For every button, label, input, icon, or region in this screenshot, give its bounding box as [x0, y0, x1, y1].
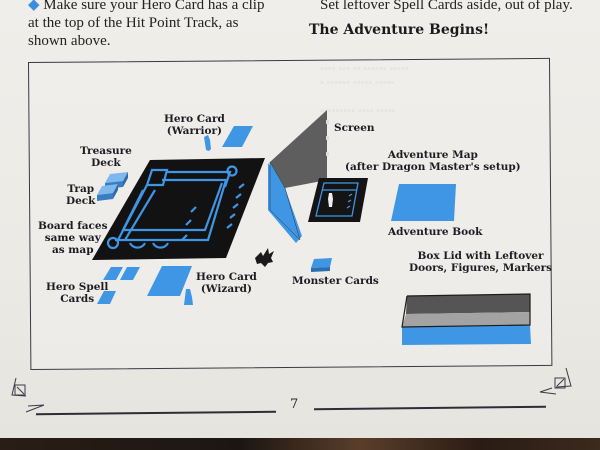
text-line: at the top of the Hit Point Track, as [28, 15, 239, 31]
hero-card-warrior-icon [222, 126, 253, 147]
label-adventure-book: Adventure Book [388, 226, 483, 238]
corner-ornament-right-icon [539, 367, 572, 395]
text-line: Make sure your Hero Card has a clip [43, 0, 265, 13]
label-hero-card-warrior: Hero Card (Warrior) [164, 113, 225, 137]
label-treasure-deck: Treasure Deck [80, 145, 132, 169]
trap-deck-icon [97, 184, 118, 201]
game-board-icon [92, 158, 265, 260]
label-trap-deck: Trap Deck [66, 183, 96, 207]
dragon-figure-icon [255, 248, 274, 267]
hero-card-wizard-icon [147, 266, 192, 296]
table-background [0, 438, 600, 450]
label-hero-card-wizard: Hero Card (Wizard) [196, 271, 257, 295]
label-box-lid: Box Lid with Leftover Doors, Figures, Ma… [409, 250, 553, 274]
monster-cards-icon [311, 258, 332, 272]
rulebook-page: ▪▪▪▪ ▪▪▪ ▪▪ ▪▪▪▪▪▪ ▪▪▪▪▪▪ ▪▪▪▪▪▪ ▪▪▪▪▪ ▪… [0, 0, 600, 440]
warrior-figure-icon [204, 135, 211, 151]
hero-spell-card-icon [97, 291, 116, 304]
game-screen-icon [268, 110, 329, 243]
bullet-icon: ◆ [28, 0, 40, 13]
label-hero-spell-cards: Hero Spell Cards [46, 281, 109, 305]
text-line: shown above. [28, 33, 111, 49]
hero-spell-card-icon [103, 267, 123, 280]
hero-spell-card-icon [120, 267, 140, 280]
adventure-map-icon [308, 178, 368, 222]
label-monster-cards: Monster Cards [292, 275, 379, 287]
adventure-book-icon [391, 184, 456, 221]
section-heading: The Adventure Begins! [309, 22, 490, 38]
label-board-faces: Board faces same way as map [38, 220, 108, 256]
label-adventure-map: Adventure Map (after Dragon Master's set… [345, 149, 521, 173]
page-number: 7 [290, 397, 299, 412]
left-column-text: ◆ Make sure your Hero Card has a clip at… [28, 0, 308, 50]
corner-ornament-left-icon [11, 377, 45, 413]
box-lid-icon [401, 293, 531, 345]
wizard-figure-icon [184, 289, 193, 305]
right-column-text: Set leftover Spell Cards aside, out of p… [320, 0, 573, 13]
label-screen: Screen [334, 122, 375, 134]
